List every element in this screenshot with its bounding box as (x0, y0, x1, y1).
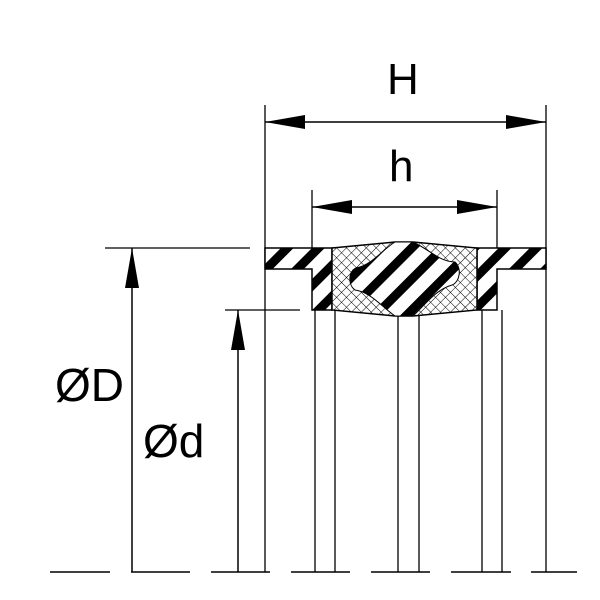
label-H: H (387, 55, 419, 104)
label-inner-diameter: Ød (143, 415, 205, 467)
extension-lines (105, 105, 547, 572)
dimension-lines (125, 115, 546, 572)
label-outer-diameter: ØD (55, 359, 124, 411)
seal-profile (264, 241, 547, 317)
label-h: h (389, 142, 414, 191)
center-rubber-core (349, 241, 460, 317)
